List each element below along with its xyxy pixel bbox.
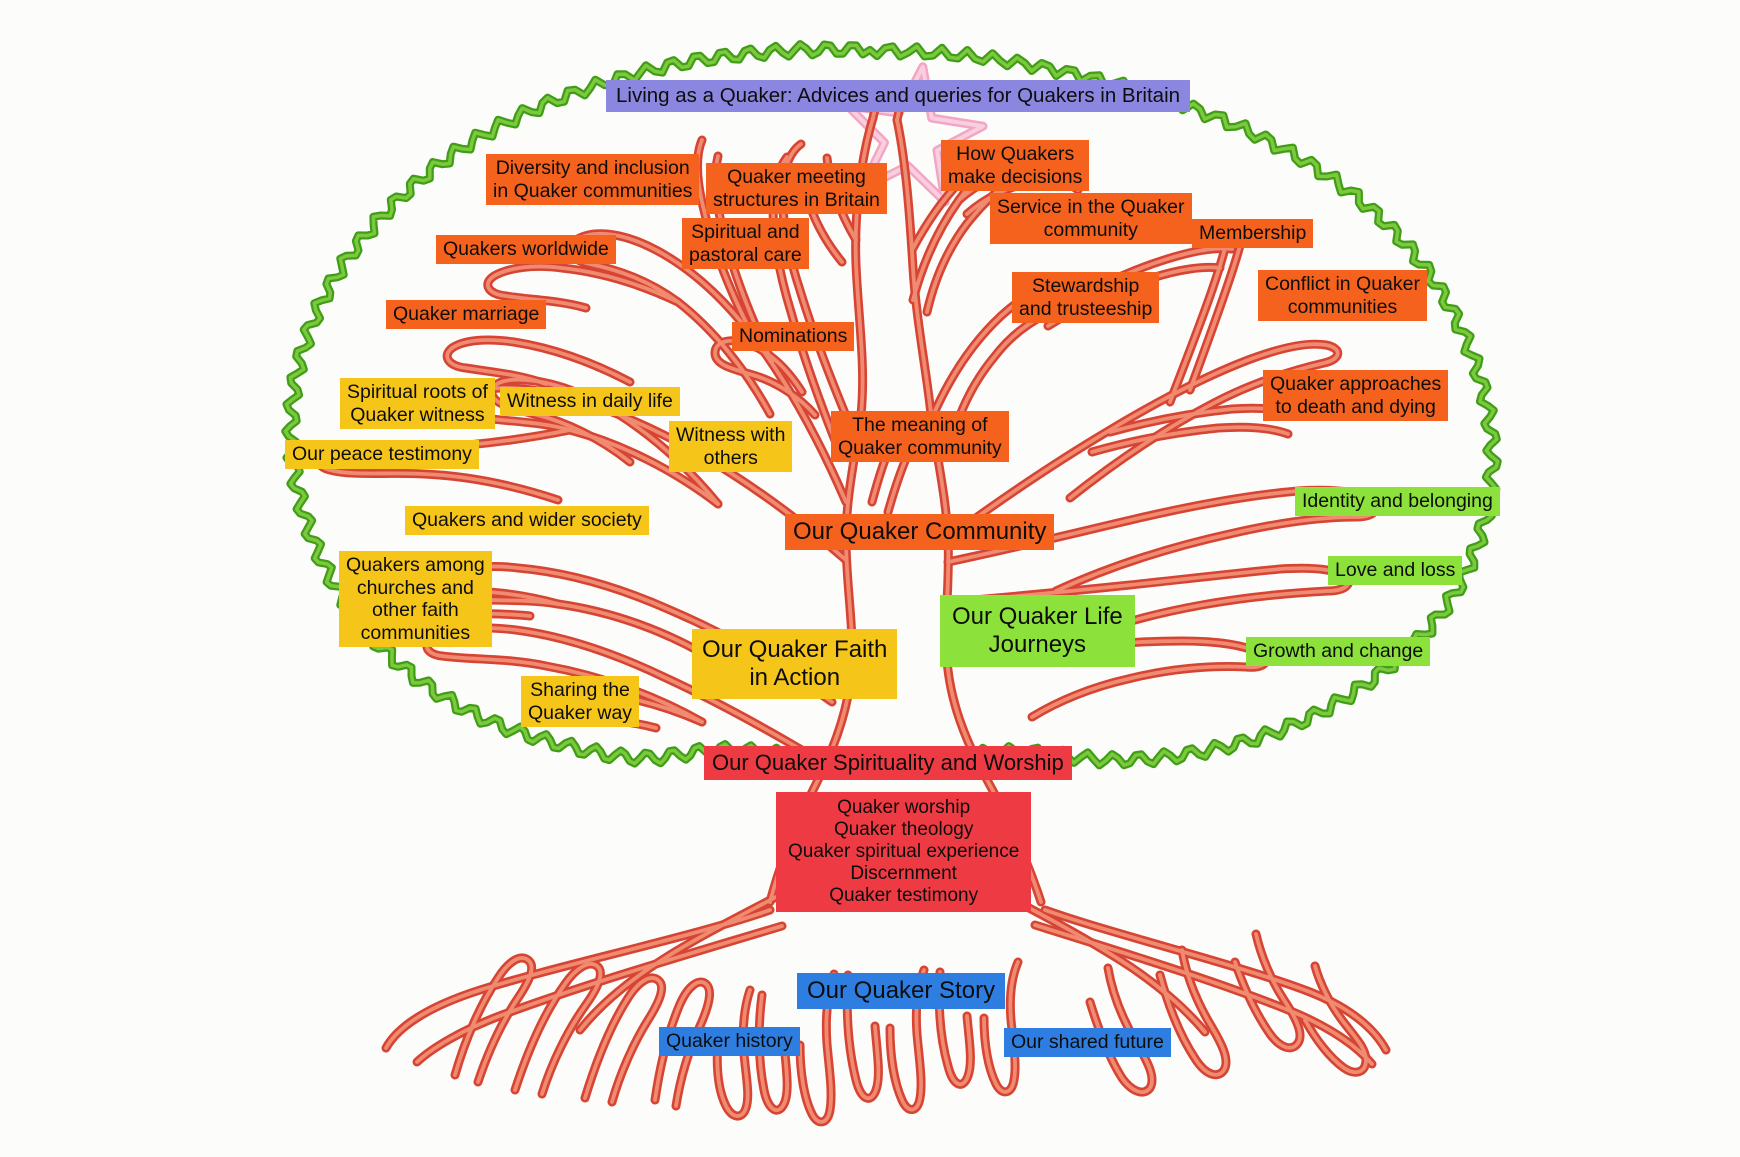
node-sharing-the-quaker-way: Sharing the Quaker way	[521, 676, 640, 728]
stroke	[578, 895, 778, 1032]
stroke	[798, 972, 836, 1124]
stroke	[1158, 948, 1228, 1077]
stroke	[1090, 425, 1290, 454]
stroke	[1043, 908, 1388, 1052]
node-quakers-and-wider-society: Quakers and wider society	[405, 506, 649, 535]
node-stewardship-trusteeship: Stewardship and trusteeship	[1012, 272, 1160, 324]
node-our-quaker-community: Our Quaker Community	[785, 514, 1055, 550]
stroke	[1303, 964, 1368, 1075]
node-death-and-dying: Quaker approaches to death and dying	[1263, 370, 1449, 422]
node-our-shared-future: Our shared future	[1004, 1028, 1171, 1057]
node-our-quaker-spirituality-and-worship: Our Quaker Spirituality and Worship	[704, 746, 1072, 780]
node-our-quaker-life-journeys: Our Quaker Life Journeys	[940, 595, 1135, 667]
node-identity-and-belonging: Identity and belonging	[1295, 487, 1500, 516]
node-how-quakers-make-decisions: How Quakers make decisions	[941, 140, 1090, 192]
node-witness-in-daily-life: Witness in daily life	[500, 387, 680, 416]
stroke	[415, 924, 784, 1064]
stroke	[937, 970, 973, 1087]
node-meeting-structures: Quaker meeting structures in Britain	[706, 163, 887, 215]
node-spiritual-roots-of-witness: Spiritual roots of Quaker witness	[340, 378, 495, 430]
node-quakers-among-churches: Quakers among churches and other faith c…	[339, 551, 492, 648]
stroke	[513, 962, 603, 1096]
node-quakers-worldwide: Quakers worldwide	[436, 235, 616, 264]
stroke	[888, 968, 926, 1112]
node-quaker-marriage: Quaker marriage	[386, 300, 547, 329]
stroke	[445, 338, 632, 386]
node-witness-with-others: Witness with others	[669, 421, 793, 473]
node-nominations: Nominations	[732, 322, 855, 351]
node-growth-and-change: Growth and change	[1246, 637, 1431, 666]
stroke	[982, 960, 1020, 1094]
stroke	[845, 973, 881, 1101]
stroke	[453, 956, 534, 1084]
node-service-in-community: Service in the Quaker community	[990, 193, 1192, 245]
stroke	[490, 377, 720, 506]
stroke	[384, 908, 772, 1050]
stroke	[1188, 236, 1244, 392]
stroke	[583, 976, 664, 1104]
node-quaker-history: Quaker history	[659, 1027, 800, 1056]
node-love-and-loss: Love and loss	[1328, 556, 1463, 585]
stroke	[485, 264, 680, 310]
stroke	[1033, 923, 1374, 1066]
stroke	[1006, 895, 1207, 1034]
node-diversity-inclusion: Diversity and inclusion in Quaker commun…	[486, 154, 700, 206]
node-our-quaker-story: Our Quaker Story	[797, 973, 1006, 1009]
node-membership: Membership	[1192, 219, 1314, 248]
node-conflict-in-communities: Conflict in Quaker communities	[1258, 270, 1427, 322]
node-spiritual-pastoral-care: Spiritual and pastoral care	[682, 218, 809, 270]
node-title-banner: Living as a Quaker: Advices and queries …	[606, 80, 1191, 112]
node-our-peace-testimony: Our peace testimony	[285, 440, 479, 469]
node-our-quaker-faith-in-action: Our Quaker Faith in Action	[692, 629, 898, 699]
stroke	[1168, 246, 1227, 404]
node-the-meaning-of-community: The meaning of Quaker community	[831, 411, 1009, 463]
node-spirituality-topics: Quaker worship Quaker theology Quaker sp…	[776, 792, 1032, 913]
stroke	[1233, 932, 1302, 1050]
stroke	[946, 342, 1340, 540]
